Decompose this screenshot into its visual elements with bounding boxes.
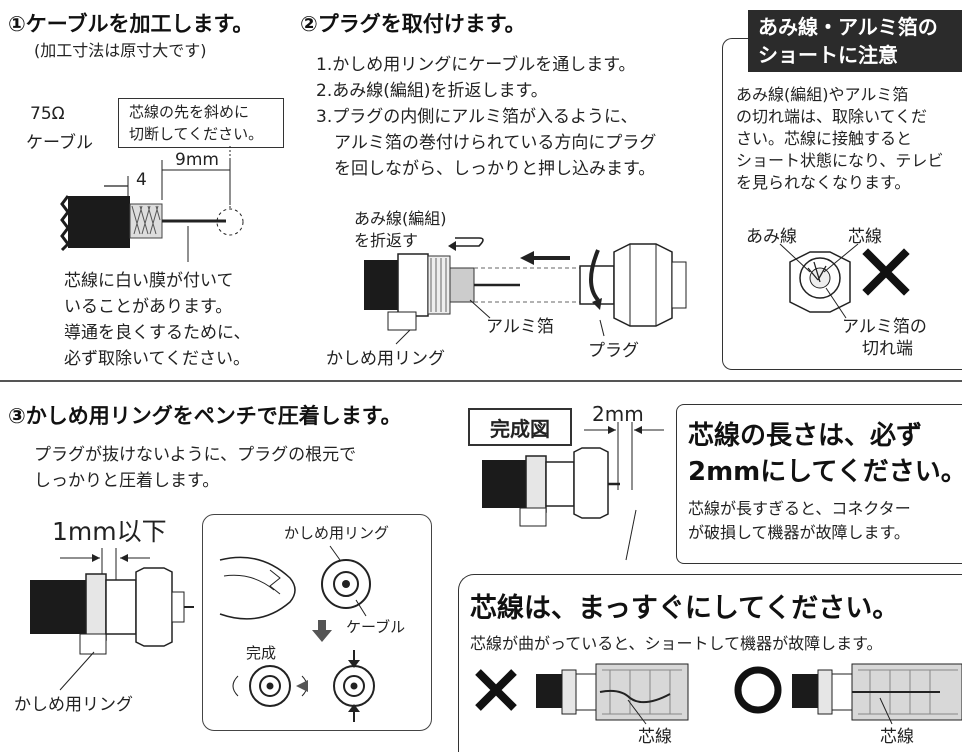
label-braid: あみ線 xyxy=(746,227,797,247)
plug-attach-diagram xyxy=(364,237,687,345)
plug-label: プラグ xyxy=(588,341,639,361)
step3-title: ③かしめ用リングをペンチで圧着します。 xyxy=(8,404,402,428)
cable-prep-diagram xyxy=(60,146,244,262)
cable-label: ケーブル xyxy=(26,133,93,153)
length-body-1: 芯線が長すぎると、コネクター xyxy=(688,499,911,518)
straight-headline: 芯線は、まっすぐにしてください。 xyxy=(470,593,900,624)
length-headline-2: 2mmにしてください。 xyxy=(688,457,962,487)
warning-title-1: あみ線・アルミ箔の xyxy=(758,15,938,39)
warning-body-4: ショート状態になり、テレビ xyxy=(736,151,944,170)
dim-4: 4 xyxy=(136,170,147,190)
pliers-detail xyxy=(219,545,375,722)
step1-note-4: 必ず取除いてください。 xyxy=(64,349,250,369)
warning-title: あみ線・アルミ箔の ショートに注意 xyxy=(748,10,962,72)
crimp-diagram xyxy=(30,548,194,691)
step1-note-3: 導通を良くするために、 xyxy=(64,323,251,343)
label-core: 芯線 xyxy=(848,227,882,247)
step2-title: ②プラグを取付けます。 xyxy=(300,12,526,36)
straight-note-box xyxy=(458,574,962,752)
foil-label: アルミ箔 xyxy=(486,317,554,337)
step1-note-1: 芯線に白い膜が付いて xyxy=(64,271,234,291)
bad-core-label: 芯線 xyxy=(638,727,672,747)
warning-body-3: さい。芯線に接触すると xyxy=(736,129,913,148)
ring-label-step2: かしめ用リング xyxy=(326,349,445,369)
step1-title: ①ケーブルを加工します。 xyxy=(8,12,254,36)
step1-subtitle: (加工寸法は原寸大です) xyxy=(34,41,207,60)
step1-note-2: いることがあります。 xyxy=(64,297,233,317)
step2-line-4: アルミ箔の巻付けられている方向にプラグ xyxy=(334,133,657,153)
length-headline-1: 芯線の長さは、必ず xyxy=(688,421,923,451)
complete-badge: 完成図 xyxy=(468,408,572,446)
warning-body-1: あみ線(編組)やアルミ箔 xyxy=(736,85,909,104)
label-foil-1: アルミ箔の xyxy=(842,317,927,337)
complete-diagram xyxy=(482,422,664,561)
step2-line-3: 3.プラグの内側にアルミ箔が入るように、 xyxy=(316,107,638,127)
cut-callout: 芯線の先を斜めに 切断してください。 xyxy=(118,98,284,148)
label-foil-2: 切れ端 xyxy=(862,339,913,359)
step2-line-1: 1.かしめ用リングにケーブルを通します。 xyxy=(316,55,636,75)
fold-label-1: あみ線(編組) xyxy=(354,209,447,228)
dim-9mm: 9mm xyxy=(175,150,219,170)
good-core-label: 芯線 xyxy=(880,727,914,747)
inset-done-label: 完成 xyxy=(246,644,277,662)
pliers-inset xyxy=(202,514,432,731)
dim-1mm: 1mm以下 xyxy=(52,517,167,546)
section-divider xyxy=(0,380,962,382)
straight-body: 芯線が曲がっていると、ショートして機器が故障します。 xyxy=(470,634,883,653)
length-note-box xyxy=(676,404,962,564)
warning-title-2: ショートに注意 xyxy=(758,43,898,67)
step3-line-2: しっかりと圧着します。 xyxy=(34,471,220,491)
cut-callout-line2: 切断してください。 xyxy=(129,125,264,143)
cable-label-ohm: 75Ω xyxy=(30,104,65,124)
ring-label-step3: かしめ用リング xyxy=(14,695,133,715)
warning-body-2: の切れ端は、取除いてくだ xyxy=(736,107,928,126)
inset-ring-label: かしめ用リング xyxy=(284,524,390,542)
step2-line-2: 2.あみ線(編組)を折返します。 xyxy=(316,81,548,101)
warning-body-5: を見られなくなります。 xyxy=(736,173,911,192)
length-body-2: が破損して機器が故障します。 xyxy=(688,523,910,542)
inset-cable-label: ケーブル xyxy=(346,618,406,636)
fold-label-2: を折返す xyxy=(354,231,419,250)
step2-line-5: を回しながら、しっかりと押し込みます。 xyxy=(334,159,656,179)
short-warning-diagram xyxy=(779,243,910,319)
step3-line-1: プラグが抜けないように、プラグの根元で xyxy=(34,445,357,465)
cut-callout-line1: 芯線の先を斜めに xyxy=(129,103,250,121)
